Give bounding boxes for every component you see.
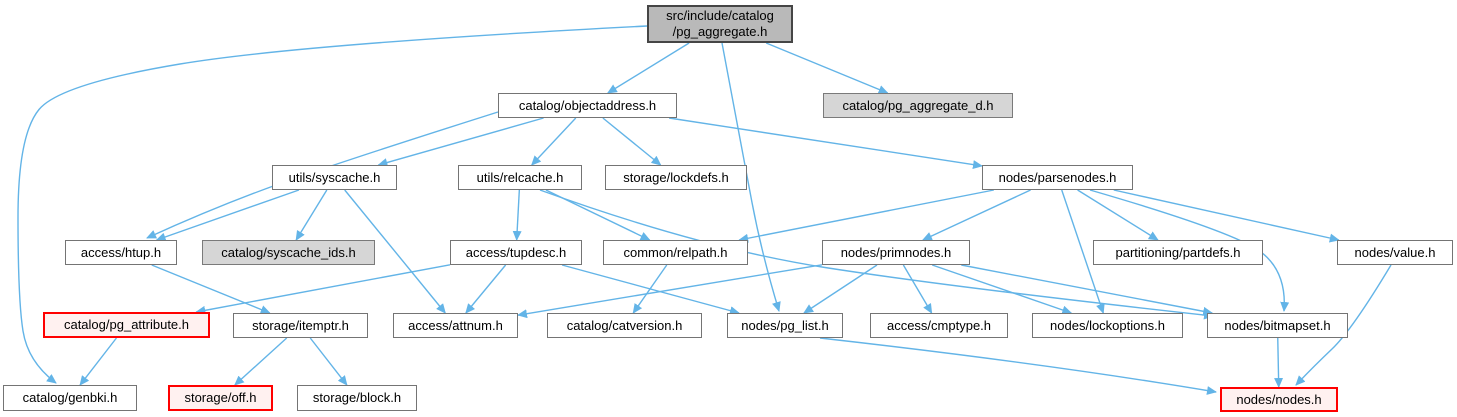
edge-parsenodes-value — [1113, 189, 1340, 243]
edge-pg_list-nodes — [819, 337, 1217, 395]
edge-relcache-tupdesc — [512, 189, 522, 241]
edge-pg_aggregate-pg_aggregate_d — [765, 42, 889, 94]
node-syscache-ids[interactable]: catalog/syscache_ids.h — [202, 240, 375, 265]
edge-primnodes-lockoptions — [931, 264, 1073, 315]
edge-itemptr-block — [309, 337, 348, 386]
edge-primnodes-attnum — [517, 264, 823, 319]
node-relcache[interactable]: utils/relcache.h — [458, 165, 582, 190]
node-value[interactable]: nodes/value.h — [1337, 240, 1453, 265]
edge-primnodes-pg_list — [803, 264, 878, 314]
node-itemptr[interactable]: storage/itemptr.h — [233, 313, 368, 338]
node-tupdesc[interactable]: access/tupdesc.h — [450, 240, 582, 265]
edge-pg_aggregate-genbki — [17, 25, 648, 384]
node-genbki[interactable]: catalog/genbki.h — [3, 385, 137, 411]
node-attnum[interactable]: access/attnum.h — [393, 313, 518, 338]
edge-objectaddress-syscache — [377, 117, 544, 167]
edge-syscache-syscache_ids — [295, 189, 328, 241]
edge-parsenodes-lockoptions — [1061, 189, 1105, 314]
edge-objectaddress-relcache — [531, 117, 577, 166]
node-parsenodes[interactable]: nodes/parsenodes.h — [982, 165, 1133, 190]
node-pg-aggregate-d[interactable]: catalog/pg_aggregate_d.h — [823, 93, 1013, 118]
edge-parsenodes-partdefs — [1077, 189, 1159, 241]
edge-primnodes-cmptype — [902, 264, 933, 314]
node-partdefs[interactable]: partitioning/partdefs.h — [1093, 240, 1263, 265]
node-cmptype[interactable]: access/cmptype.h — [870, 313, 1008, 338]
edge-syscache-attnum — [344, 189, 446, 314]
node-pg-list[interactable]: nodes/pg_list.h — [727, 313, 843, 338]
edge-primnodes-bitmapset — [961, 264, 1214, 316]
edge-tupdesc-attnum — [465, 264, 507, 314]
edge-htup-itemptr — [151, 264, 271, 314]
edge-pg_aggregate-objectaddress — [606, 42, 690, 94]
edge-value-nodes — [1295, 264, 1392, 386]
edge-parsenodes-relpath — [738, 189, 994, 243]
edge-objectaddress-parsenodes — [668, 117, 983, 170]
node-lockoptions[interactable]: nodes/lockoptions.h — [1032, 313, 1183, 338]
node-relpath[interactable]: common/relpath.h — [603, 240, 748, 265]
edge-parsenodes-primnodes — [922, 189, 1031, 241]
node-pg-attribute[interactable]: catalog/pg_attribute.h — [43, 312, 210, 338]
node-primnodes[interactable]: nodes/primnodes.h — [822, 240, 970, 265]
edge-relcache-bitmapset — [539, 189, 1214, 320]
edge-tupdesc-pg_attribute — [195, 264, 451, 315]
node-nodes[interactable]: nodes/nodes.h — [1220, 387, 1338, 412]
node-objectaddress[interactable]: catalog/objectaddress.h — [498, 93, 677, 118]
edge-itemptr-off — [234, 337, 288, 386]
node-htup[interactable]: access/htup.h — [65, 240, 177, 265]
node-pg-aggregate[interactable]: src/include/catalog /pg_aggregate.h — [647, 5, 793, 43]
node-syscache[interactable]: utils/syscache.h — [272, 165, 397, 190]
node-bitmapset[interactable]: nodes/bitmapset.h — [1207, 313, 1348, 338]
node-catversion[interactable]: catalog/catversion.h — [547, 313, 702, 338]
node-block[interactable]: storage/block.h — [297, 385, 417, 411]
edge-syscache-htup — [155, 189, 300, 242]
edge-objectaddress-lockdefs — [602, 117, 662, 166]
edge-pg_attribute-genbki — [79, 337, 117, 386]
node-off[interactable]: storage/off.h — [168, 385, 273, 411]
edge-relpath-catversion — [632, 264, 668, 314]
edge-bitmapset-nodes — [1274, 337, 1284, 388]
node-lockdefs[interactable]: storage/lockdefs.h — [605, 165, 747, 190]
